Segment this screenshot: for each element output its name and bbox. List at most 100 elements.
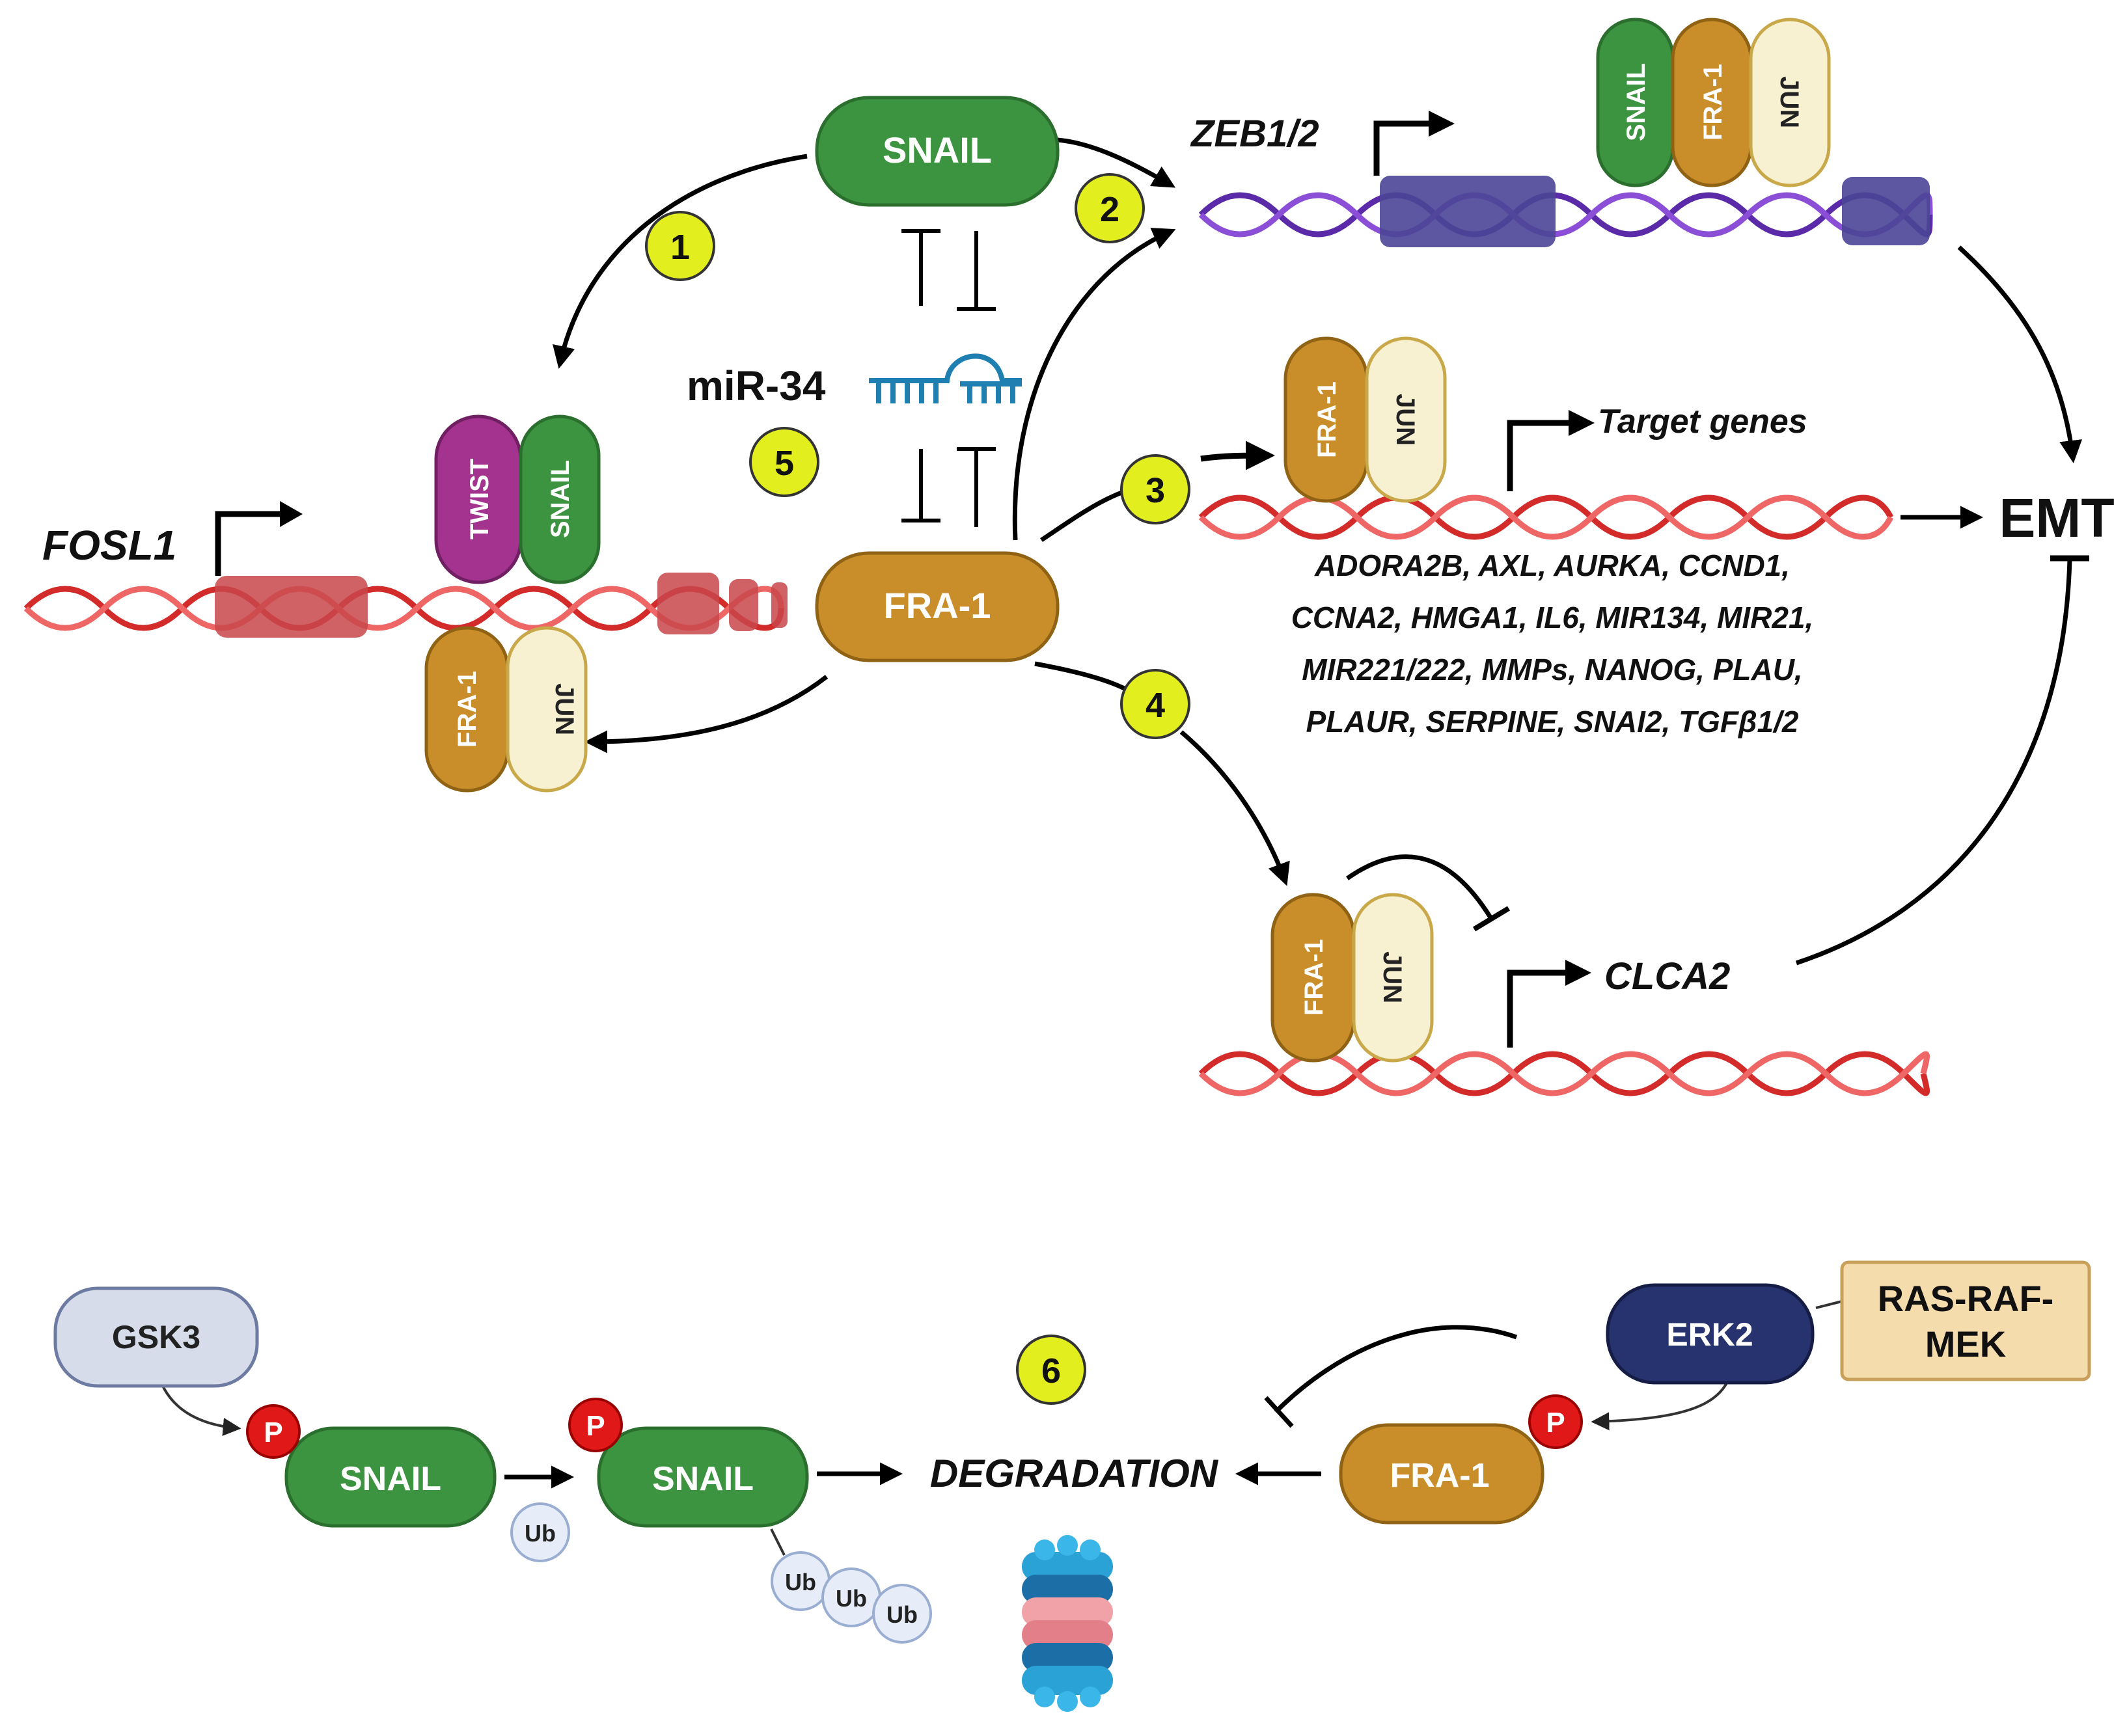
svg-text:6: 6 bbox=[1041, 1351, 1061, 1390]
ras-raf-mek-label-line1: RAS-RAF- bbox=[1878, 1278, 2054, 1319]
snail-label: SNAIL bbox=[1622, 63, 1651, 141]
snail-fra1-jun-complex: SNAIL FRA-1 JUN bbox=[1596, 18, 1831, 187]
svg-text:4: 4 bbox=[1146, 686, 1165, 725]
jun-label: JUN bbox=[1775, 76, 1804, 128]
arrow-step4-to-clca2 bbox=[1179, 730, 1290, 886]
snail-label: SNAIL bbox=[883, 129, 992, 170]
fra1-jun-complex-clca2: FRA-1 JUN bbox=[1270, 893, 1434, 1063]
phosphate-icon: P bbox=[1528, 1394, 1583, 1449]
erk2-label: ERK2 bbox=[1666, 1316, 1753, 1353]
fosl1-enhancer-block bbox=[657, 573, 719, 634]
fra1-jun-complex-fosl1: FRA-1 JUN bbox=[424, 626, 588, 793]
ub-linker bbox=[770, 1528, 786, 1556]
fosl1-gene-label: FOSL1 bbox=[42, 522, 176, 569]
ubiquitin: Ub bbox=[872, 1584, 932, 1644]
gsk3-label: GSK3 bbox=[112, 1319, 200, 1355]
ras-raf-mek-label-line2: MEK bbox=[1925, 1323, 2006, 1364]
svg-text:3: 3 bbox=[1146, 471, 1165, 510]
pathway-arrows bbox=[161, 137, 2089, 1556]
fosl1-promoter-block bbox=[215, 576, 368, 638]
svg-text:5: 5 bbox=[775, 444, 794, 483]
fosl1-enhancer-block bbox=[771, 582, 788, 628]
tss-arrow-target-genes bbox=[1507, 410, 1595, 491]
target-gene-list: ADORA2B, AXL, AURKA, CCND1, CCNA2, HMGA1… bbox=[1291, 549, 1814, 739]
clca2-gene-label: CLCA2 bbox=[1604, 955, 1730, 997]
inhibit-clca2-to-emt bbox=[1795, 559, 2072, 966]
fosl1-dna bbox=[23, 573, 788, 638]
fra1-label: FRA-1 bbox=[1300, 939, 1328, 1016]
ubiquitin-single: Ub bbox=[510, 1502, 570, 1562]
svg-text:Ub: Ub bbox=[886, 1601, 918, 1628]
phosphate-icon: P bbox=[246, 1404, 301, 1459]
fra1-label: FRA-1 bbox=[1313, 381, 1341, 458]
fosl1-enhancer-block bbox=[729, 579, 758, 631]
snail-label: SNAIL bbox=[546, 460, 575, 538]
tss-arrow-clca2 bbox=[1507, 960, 1591, 1048]
phosphate-icon: P bbox=[568, 1398, 623, 1452]
step-badge-6: 6 bbox=[1016, 1335, 1086, 1405]
mirna-hairpin-icon bbox=[869, 353, 1022, 403]
arrow-snail-to-zeb bbox=[1057, 137, 1176, 188]
arrow-step3-to-complex bbox=[1200, 441, 1275, 470]
zeb-gene-label: ZEB1/2 bbox=[1190, 113, 1319, 155]
zeb-exon-block bbox=[1842, 177, 1930, 245]
svg-text:2: 2 bbox=[1100, 190, 1119, 229]
jun-label: JUN bbox=[1391, 394, 1420, 446]
arrow-zeb-to-emt bbox=[1957, 245, 2083, 463]
gene-list-line: ADORA2B, AXL, AURKA, CCND1, bbox=[1314, 549, 1790, 582]
inhibit-fra1-degradation bbox=[1274, 1325, 1518, 1414]
polyubiquitin-chain: Ub Ub Ub bbox=[771, 1551, 932, 1644]
zeb-promoter-block bbox=[1380, 176, 1556, 247]
svg-text:Ub: Ub bbox=[836, 1585, 867, 1612]
zeb-dna bbox=[1198, 176, 1933, 247]
svg-text:P: P bbox=[1546, 1407, 1565, 1439]
degradation-label: DEGRADATION bbox=[930, 1452, 1219, 1495]
gsk3-kinase: GSK3 bbox=[53, 1286, 259, 1388]
step-badge-1: 1 bbox=[645, 211, 715, 281]
twist-label: TWIST bbox=[465, 459, 494, 539]
svg-text:P: P bbox=[586, 1410, 605, 1442]
mir34-label: miR-34 bbox=[687, 362, 826, 409]
fra1-protein-center: FRA-1 bbox=[815, 551, 1060, 662]
snail-phospho: SNAIL P bbox=[246, 1404, 497, 1528]
step-badge-2: 2 bbox=[1075, 173, 1145, 243]
inhibit-bar bbox=[1264, 1396, 1294, 1428]
fra1-jun-complex-targets: FRA-1 JUN bbox=[1283, 336, 1447, 503]
arrow-fra1-to-fosl1 bbox=[584, 675, 829, 753]
snail-label: SNAIL bbox=[652, 1460, 754, 1498]
snail-label: SNAIL bbox=[340, 1460, 441, 1498]
fra1-label: FRA-1 bbox=[884, 585, 991, 626]
tss-arrow-zeb bbox=[1373, 111, 1455, 176]
jun-label: JUN bbox=[1378, 951, 1407, 1003]
step-badge-3: 3 bbox=[1120, 454, 1190, 524]
fra1-label: FRA-1 bbox=[1390, 1457, 1489, 1495]
twist-snail-complex: TWIST SNAIL bbox=[434, 414, 601, 584]
arrow-gsk3-to-p bbox=[161, 1385, 241, 1436]
jun-label: JUN bbox=[550, 683, 579, 735]
fra1-label: FRA-1 bbox=[1699, 64, 1727, 141]
fra1-label: FRA-1 bbox=[453, 671, 482, 748]
connector-ras-erk2 bbox=[1815, 1300, 1843, 1309]
snail-protein-top: SNAIL bbox=[815, 96, 1060, 207]
proteasome-icon bbox=[1022, 1535, 1113, 1712]
ras-raf-mek-box: RAS-RAF- MEK bbox=[1840, 1260, 2091, 1381]
svg-text:P: P bbox=[264, 1417, 282, 1448]
arrow-snail-to-fosl1 bbox=[553, 154, 808, 369]
target-genes-label: Target genes bbox=[1598, 403, 1807, 441]
svg-text:Ub: Ub bbox=[525, 1520, 556, 1547]
arrow-fra1-to-zeb bbox=[1012, 228, 1176, 541]
mir34: miR-34 bbox=[687, 353, 1022, 409]
ubiquitin: Ub bbox=[821, 1567, 881, 1627]
emt-label: EMT bbox=[1999, 487, 2114, 549]
inhibit-bar bbox=[1472, 906, 1511, 932]
gene-list-line: PLAUR, SERPINE, SNAI2, TGFβ1/2 bbox=[1306, 705, 1798, 739]
fra1-phospho: FRA-1 P bbox=[1339, 1394, 1583, 1525]
snail-ubiquitinated: SNAIL P bbox=[568, 1398, 809, 1528]
inhibit-fra1-to-clca2 bbox=[1345, 854, 1492, 919]
erk2-kinase: ERK2 bbox=[1606, 1283, 1815, 1385]
tss-arrow-fosl1 bbox=[215, 501, 303, 576]
svg-text:Ub: Ub bbox=[785, 1569, 816, 1595]
gene-list-line: MIR221/222, MMPs, NANOG, PLAU, bbox=[1302, 653, 1802, 686]
ubiquitin: Ub bbox=[771, 1551, 830, 1611]
